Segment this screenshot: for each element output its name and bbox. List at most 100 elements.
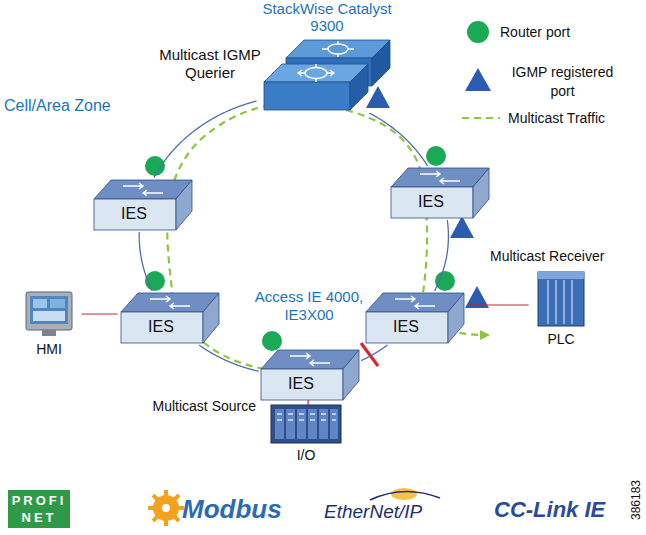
hmi-panel-icon-part: [50, 299, 65, 308]
ring-link: [361, 345, 387, 361]
device-cable: [467, 304, 528, 305]
zone-label-box: Cell/Area Zone: [4, 96, 154, 115]
io-module-rack-icon-part: [277, 414, 336, 420]
legend-swatch-part: [465, 68, 491, 91]
ring-link: [369, 113, 427, 166]
switch-label: IES: [390, 187, 472, 217]
legend-entry: IGMP registered port: [500, 63, 625, 101]
switch-outline-part: [94, 199, 176, 230]
stack-icon-part: [322, 41, 354, 57]
switch-outline-part: [343, 350, 359, 400]
legend-text: Router port: [500, 23, 620, 42]
catalyst-stack: StackWise Catalyst 9300: [258, 0, 396, 112]
hmi-panel-icon: [24, 290, 74, 338]
switch-outline-part: [473, 168, 489, 218]
router-port-dot-part: [435, 271, 455, 291]
switch-outline-part: [94, 180, 192, 199]
plc-rack-icon-part: [538, 272, 584, 326]
ethernet-ip-logo: EtherNet/IP: [324, 500, 474, 523]
industrial-switch: IES: [260, 349, 360, 401]
igmp-port-triangle-part: [450, 216, 474, 238]
zone-label: Cell/Area Zone: [4, 96, 154, 115]
switch-outline-part: [261, 369, 343, 400]
hmi-panel-icon-part: [42, 330, 56, 336]
profinet-logo: PROFI NET: [8, 490, 70, 528]
querier-label-box: Multicast IGMP Querier: [148, 46, 272, 82]
hmi-panel-icon-part: [30, 296, 68, 324]
industrial-switch: IES: [93, 179, 193, 231]
stack-icon-part: [305, 68, 327, 79]
cc-link-logo: CC-Link IE: [494, 497, 612, 523]
switch-outline-part: [290, 353, 330, 366]
stack-icon-part: [298, 70, 334, 76]
device-cable: [82, 313, 118, 314]
modbus-gear-part-part: [153, 495, 179, 521]
modbus-gear-part: [148, 490, 184, 526]
igmp-port-triangle-part: [366, 86, 390, 108]
plc-rack: PLC: [530, 270, 592, 348]
legend-text: IGMP registered port: [500, 63, 625, 101]
ring-link: [154, 101, 257, 178]
stack-icon-part: [350, 64, 368, 110]
profinet-logo-box: PROFI NET: [8, 490, 70, 528]
io-module-rack-icon-part: [271, 405, 341, 443]
figure-number-box: 386183: [629, 475, 643, 525]
switch-outline-part: [366, 312, 448, 343]
modbus-logo: Modbus: [182, 494, 312, 525]
switch-outline-part: [203, 293, 219, 343]
ring-link: [139, 232, 152, 291]
stack-icon-part: [264, 82, 350, 110]
modbus-logo-box: Modbus: [182, 494, 312, 525]
hmi-panel-icon-part: [26, 292, 72, 330]
io-module-rack: I/O: [266, 404, 346, 464]
source-label: Multicast Source: [138, 398, 256, 415]
source-label-box: Multicast Source: [138, 398, 256, 415]
multicast-traffic-path: [167, 103, 488, 372]
switch-outline-part: [391, 187, 473, 218]
industrial-switch: IES: [365, 292, 465, 344]
device-label: I/O: [266, 446, 346, 464]
legend-swatch: [462, 118, 500, 119]
legend-swatch-part: [467, 21, 489, 43]
plc-rack-icon-part: [548, 280, 572, 324]
figure-number: 386183: [629, 475, 643, 525]
switch-outline-part: [121, 312, 203, 343]
device-title: StackWise Catalyst 9300: [258, 0, 396, 34]
router-port-dot-part: [426, 146, 446, 166]
device-label: HMI: [18, 340, 80, 358]
ring-link: [199, 345, 258, 371]
receiver-label: Multicast Receiver: [490, 248, 640, 265]
igmp-port-triangle: [366, 86, 489, 308]
industrial-switch: IES: [120, 292, 220, 344]
modbus-gear-part: [162, 504, 170, 512]
hmi-panel-icon-part: [33, 311, 65, 321]
switch-outline-part: [176, 180, 192, 230]
switch-label: IES: [260, 369, 342, 399]
switch-outline-part: [261, 350, 359, 369]
link-break-mark: [361, 343, 378, 366]
access-layer-label: Access IE 4000, IE3X00: [250, 288, 368, 324]
receiver-label-box: Multicast Receiver: [490, 248, 640, 265]
plc-rack-icon: [536, 270, 586, 328]
switch-outline-part: [121, 293, 219, 312]
stack-icon: [262, 36, 392, 112]
legend-entry: Router port: [500, 23, 620, 42]
router-port-dot-part: [262, 331, 282, 351]
ethernet-ip-swoosh-part: [370, 491, 440, 500]
switch-outline-part: [395, 296, 435, 309]
ring-link: [435, 220, 449, 291]
ethernet-ip-logo-box: EtherNet/IP: [324, 500, 474, 523]
modbus-gear-part-part: [153, 495, 179, 521]
router-port-dot-part: [145, 156, 165, 176]
stack-icon-part: [372, 40, 390, 86]
querier-label: Multicast IGMP Querier: [148, 46, 272, 82]
legend-swatch: [467, 21, 489, 43]
hmi-panel-icon-part: [33, 299, 47, 308]
io-module-rack-icon: [270, 404, 342, 444]
plc-rack-icon-part: [538, 272, 584, 279]
legend-swatch-part: [462, 117, 500, 119]
hmi-panel: HMI: [18, 290, 80, 358]
